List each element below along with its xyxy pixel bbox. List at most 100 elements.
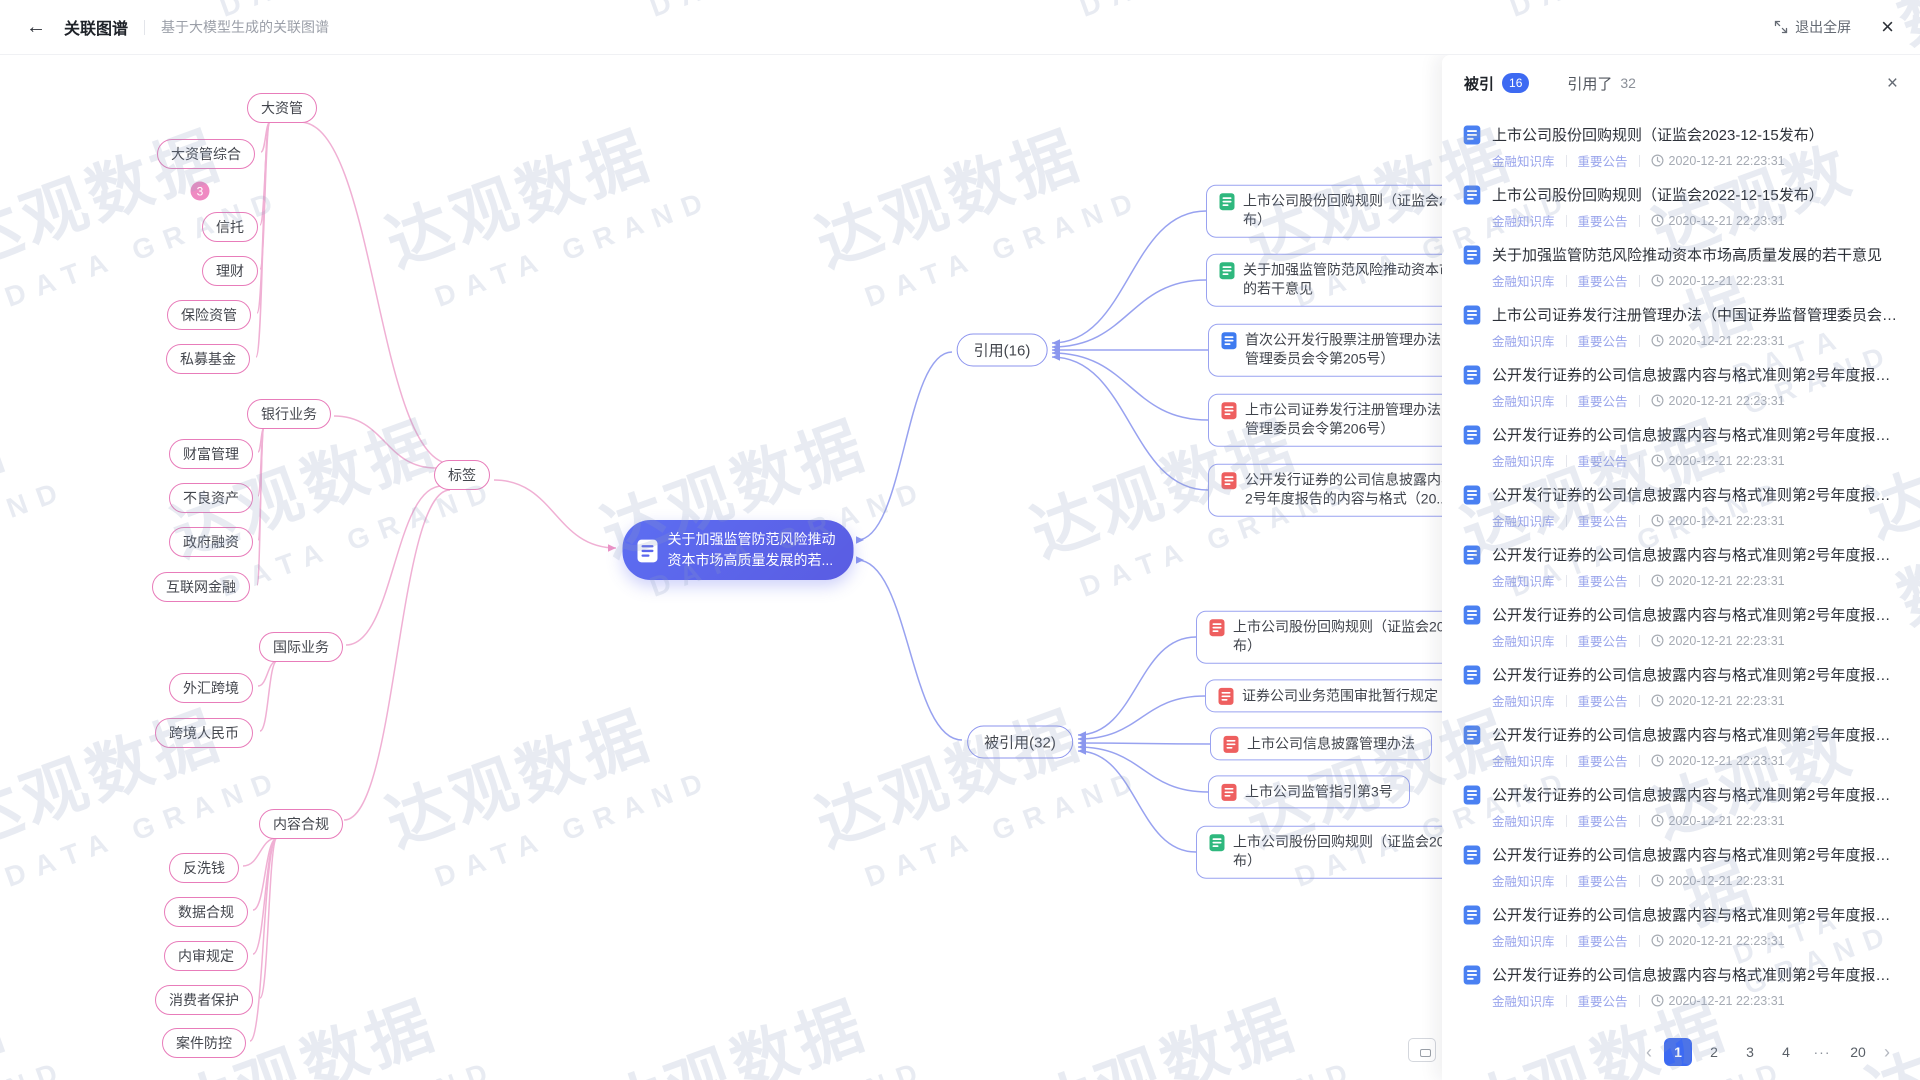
knowledge-base-link[interactable]: 金融知识库	[1492, 455, 1555, 469]
doc-title[interactable]: 公开发行证券的公司信息披露内容与格式准则第2号年度报告的内容与格式	[1492, 427, 1900, 444]
node-cat-yh[interactable]: 银行业务	[247, 399, 331, 429]
node-zfrz[interactable]: 政府融资	[169, 527, 253, 557]
doc-list-item[interactable]: 公开发行证券的公司信息披露内容与格式准则第2号年度报告的内容与格式金融知识库 重要…	[1462, 475, 1900, 535]
doc-title[interactable]: 上市公司股份回购规则（证监会2022-12-15发布）	[1492, 187, 1824, 204]
knowledge-base-link[interactable]: 金融知识库	[1492, 575, 1555, 589]
knowledge-base-link[interactable]: 金融知识库	[1492, 875, 1555, 889]
tag-link[interactable]: 重要公告	[1577, 335, 1628, 349]
tag-link[interactable]: 重要公告	[1577, 815, 1628, 829]
knowledge-base-link[interactable]: 金融知识库	[1492, 275, 1555, 289]
doc-title[interactable]: 公开发行证券的公司信息披露内容与格式准则第2号年度报告的内容与格式	[1492, 787, 1900, 804]
doc-list-item[interactable]: 公开发行证券的公司信息披露内容与格式准则第2号年度报告的内容与格式金融知识库 重要…	[1462, 895, 1900, 955]
node-cfgl[interactable]: 财富管理	[169, 439, 253, 469]
node-ref-cited[interactable]: 被引用(32)	[967, 725, 1073, 759]
node-cat-dzg[interactable]: 大资管	[247, 93, 317, 123]
node-bxzg[interactable]: 保险资管	[167, 300, 251, 330]
tag-link[interactable]: 重要公告	[1577, 935, 1628, 949]
page-button-20[interactable]: 20	[1850, 1044, 1866, 1060]
prev-page-button[interactable]: ‹	[1646, 1041, 1652, 1062]
node-sjhg[interactable]: 数据合规	[164, 897, 248, 927]
knowledge-base-link[interactable]: 金融知识库	[1492, 215, 1555, 229]
tag-link[interactable]: 重要公告	[1577, 395, 1628, 409]
knowledge-base-link[interactable]: 金融知识库	[1492, 395, 1555, 409]
node-tag[interactable]: 标签	[434, 460, 490, 490]
back-icon[interactable]: ←	[26, 15, 46, 38]
knowledge-base-link[interactable]: 金融知识库	[1492, 755, 1555, 769]
node-cat-gj[interactable]: 国际业务	[259, 632, 343, 662]
node-whkj[interactable]: 外汇跨境	[169, 673, 253, 703]
doc-title[interactable]: 公开发行证券的公司信息披露内容与格式准则第2号年度报告的内容与格式	[1492, 367, 1900, 384]
next-page-button[interactable]: ›	[1884, 1041, 1890, 1062]
node-center[interactable]: 关于加强监管防范风险推动资本市场高质量发展的若...	[622, 520, 854, 580]
node-doc9[interactable]: 上市公司监管指引第3号	[1208, 775, 1410, 809]
doc-list-item[interactable]: 公开发行证券的公司信息披露内容与格式准则第2号年度报告的内容与格式金融知识库 重要…	[1462, 775, 1900, 835]
node-blzc[interactable]: 不良资产	[169, 483, 253, 513]
page-button-4[interactable]: 4	[1782, 1044, 1790, 1060]
node-fxq[interactable]: 反洗钱	[169, 853, 239, 883]
doc-title[interactable]: 公开发行证券的公司信息披露内容与格式准则第2号年度报告的内容与格式	[1492, 967, 1900, 984]
minimap-toggle-button[interactable]	[1408, 1038, 1436, 1062]
page-button-1[interactable]: 1	[1664, 1038, 1692, 1066]
doc-title[interactable]: 公开发行证券的公司信息披露内容与格式准则第2号年度报告的内容与格式	[1492, 847, 1900, 864]
doc-title[interactable]: 上市公司证券发行注册管理办法（中国证券监督管理委员会令第206号）	[1492, 307, 1900, 324]
page-button-3[interactable]: 3	[1746, 1044, 1754, 1060]
doc-list-item[interactable]: 公开发行证券的公司信息披露内容与格式准则第2号年度报告的内容与格式金融知识库 重要…	[1462, 655, 1900, 715]
doc-list-item[interactable]: 公开发行证券的公司信息披露内容与格式准则第2号年度报告的内容与格式金融知识库 重要…	[1462, 955, 1900, 1015]
exit-fullscreen-button[interactable]: 退出全屏	[1774, 17, 1851, 37]
knowledge-base-link[interactable]: 金融知识库	[1492, 335, 1555, 349]
knowledge-base-link[interactable]: 金融知识库	[1492, 935, 1555, 949]
close-icon[interactable]: ×	[1881, 14, 1894, 39]
doc-title[interactable]: 公开发行证券的公司信息披露内容与格式准则第2号年度报告的内容与格式	[1492, 667, 1900, 684]
tab-cites[interactable]: 引用了 32	[1567, 73, 1636, 94]
node-smjj[interactable]: 私募基金	[166, 344, 250, 374]
tag-link[interactable]: 重要公告	[1577, 635, 1628, 649]
tag-link[interactable]: 重要公告	[1577, 455, 1628, 469]
doc-title[interactable]: 公开发行证券的公司信息披露内容与格式准则第2号年度报告的内容与格式	[1492, 607, 1900, 624]
tag-link[interactable]: 重要公告	[1577, 155, 1628, 169]
doc-title[interactable]: 公开发行证券的公司信息披露内容与格式准则第2号年度报告的内容与格式	[1492, 487, 1900, 504]
node-xintuo[interactable]: 信托	[202, 212, 258, 242]
doc-title[interactable]: 公开发行证券的公司信息披露内容与格式准则第2号年度报告的内容与格式	[1492, 907, 1900, 924]
knowledge-base-link[interactable]: 金融知识库	[1492, 695, 1555, 709]
node-doc7[interactable]: 证券公司业务范围审批暂行规定	[1205, 679, 1455, 713]
tag-link[interactable]: 重要公告	[1577, 275, 1628, 289]
node-dzg-zh[interactable]: 大资管综合	[157, 139, 255, 169]
node-doc8[interactable]: 上市公司信息披露管理办法	[1210, 727, 1432, 761]
doc-title[interactable]: 关于加强监管防范风险推动资本市场高质量发展的若干意见	[1492, 247, 1883, 264]
page-button-2[interactable]: 2	[1710, 1044, 1718, 1060]
doc-list-item[interactable]: 公开发行证券的公司信息披露内容与格式准则第2号年度报告的内容与格式金融知识库 重要…	[1462, 415, 1900, 475]
doc-list-item[interactable]: 上市公司证券发行注册管理办法（中国证券监督管理委员会令第206号） 金融知识库 重要…	[1462, 295, 1900, 355]
doc-list-item[interactable]: 公开发行证券的公司信息披露内容与格式准则第2号年度报告的内容与格式金融知识库重要…	[1462, 535, 1900, 595]
knowledge-base-link[interactable]: 金融知识库	[1492, 155, 1555, 169]
node-licai[interactable]: 理财	[202, 256, 258, 286]
node-xfzbh[interactable]: 消费者保护	[155, 985, 253, 1015]
knowledge-base-link[interactable]: 金融知识库	[1492, 635, 1555, 649]
tag-link[interactable]: 重要公告	[1577, 515, 1628, 529]
tag-link[interactable]: 重要公告	[1577, 995, 1628, 1009]
knowledge-base-link[interactable]: 金融知识库	[1492, 515, 1555, 529]
tag-link[interactable]: 重要公告	[1577, 215, 1628, 229]
node-nsgd[interactable]: 内审规定	[164, 941, 248, 971]
panel-close-icon[interactable]: ×	[1886, 72, 1898, 94]
node-ajfk[interactable]: 案件防控	[162, 1028, 246, 1058]
doc-list-item[interactable]: 公开发行证券的公司信息披露内容与格式准则第2号年度报告的内容与格式金融知识库 重要…	[1462, 835, 1900, 895]
node-ref-cite[interactable]: 引用(16)	[956, 333, 1048, 367]
node-hlwjr[interactable]: 互联网金融	[152, 572, 250, 602]
doc-list-item[interactable]: 公开发行证券的公司信息披露内容与格式准则第2号年度报告的内容与格式金融知识库 重要…	[1462, 715, 1900, 775]
doc-title[interactable]: 公开发行证券的公司信息披露内容与格式准则第2号年度报告的内容与格式	[1492, 727, 1900, 744]
node-cat-nr[interactable]: 内容合规	[259, 809, 343, 839]
count-badge[interactable]: 3	[190, 181, 210, 201]
tag-link[interactable]: 重要公告	[1577, 875, 1628, 889]
tag-link[interactable]: 重要公告	[1577, 575, 1628, 589]
knowledge-base-link[interactable]: 金融知识库	[1492, 815, 1555, 829]
node-kjrmb[interactable]: 跨境人民币	[155, 718, 253, 748]
doc-list-item[interactable]: 公开发行证券的公司信息披露内容与格式准则第2号年度报告的内容与格式金融知识库 重要…	[1462, 355, 1900, 415]
doc-list-item[interactable]: 公开发行证券的公司信息披露内容与格式准则第2号年度报告的内容与格式金融知识库 重要…	[1462, 595, 1900, 655]
tag-link[interactable]: 重要公告	[1577, 755, 1628, 769]
knowledge-base-link[interactable]: 金融知识库	[1492, 995, 1555, 1009]
doc-title[interactable]: 上市公司股份回购规则（证监会2023-12-15发布）	[1492, 127, 1824, 144]
tag-link[interactable]: 重要公告	[1577, 695, 1628, 709]
tab-cited-by[interactable]: 被引 16	[1464, 73, 1530, 94]
